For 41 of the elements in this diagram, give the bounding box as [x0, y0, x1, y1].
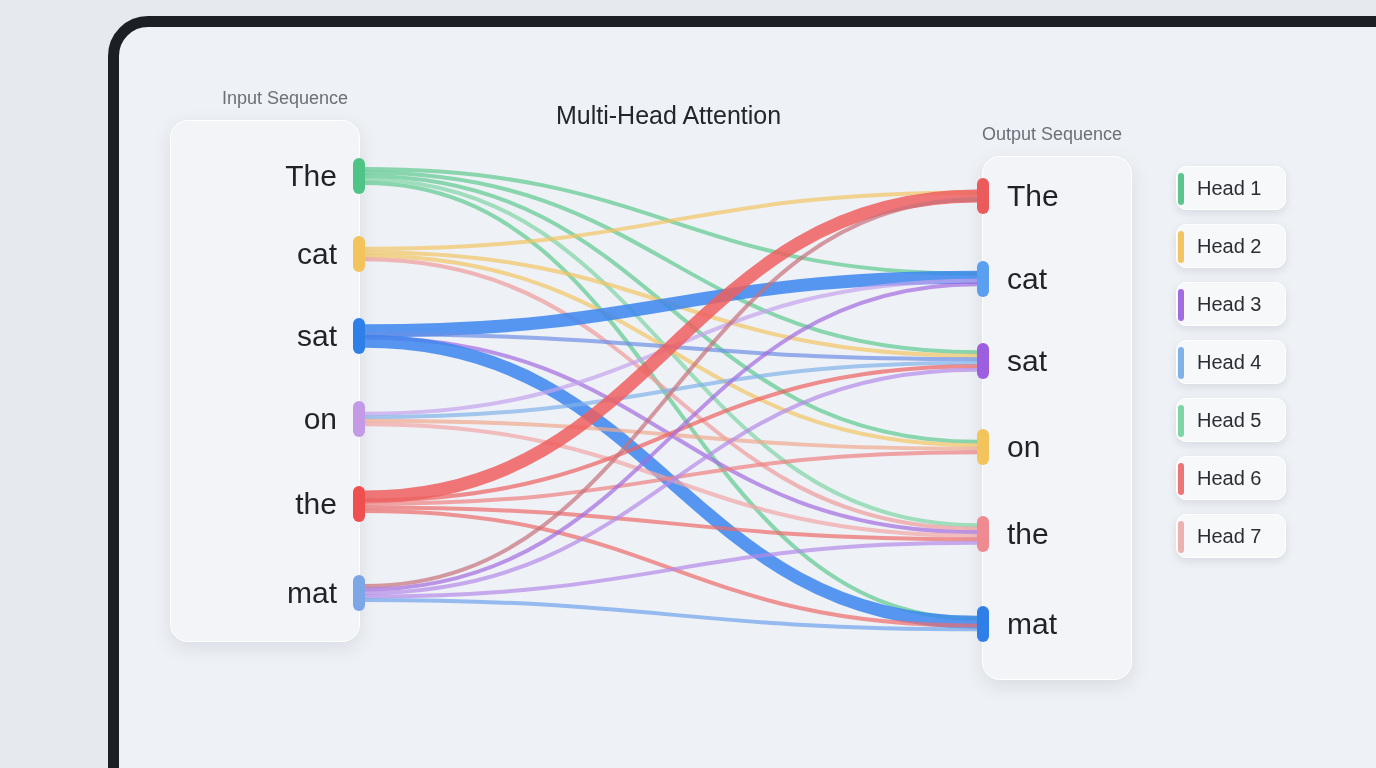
attention-line	[364, 367, 978, 595]
attention-line	[364, 422, 978, 538]
attention-line	[364, 360, 978, 420]
attention-line	[364, 509, 978, 628]
attention-line	[365, 598, 977, 632]
token-word: cat	[296, 236, 337, 272]
attention-line	[364, 250, 978, 358]
legend-label: Head 2	[1197, 234, 1262, 258]
legend-label: Head 4	[1197, 350, 1262, 374]
attention-line	[364, 170, 978, 355]
token-word: sat	[1007, 343, 1048, 379]
token-word: the	[295, 486, 337, 522]
token-word: sat	[296, 318, 337, 354]
diagram-title: Multi-Head Attention	[556, 100, 782, 130]
legend-label: Head 3	[1197, 292, 1262, 316]
attention-line	[364, 364, 978, 503]
attention-line	[364, 174, 978, 444]
legend-label: Head 7	[1197, 524, 1262, 548]
attention-line	[364, 540, 978, 599]
token-word: The	[1007, 178, 1059, 214]
token-word: cat	[1007, 261, 1048, 297]
attention-line	[365, 332, 977, 362]
attention-line	[364, 253, 978, 448]
attention-line	[365, 418, 977, 451]
token-word: on	[303, 401, 337, 437]
token-word: mat	[1007, 606, 1057, 642]
token-word: The	[285, 158, 337, 194]
token-word: on	[1007, 429, 1041, 465]
legend-label: Head 5	[1197, 408, 1262, 432]
attention-line	[365, 505, 977, 542]
panel-heading: Output Sequence	[982, 123, 1124, 146]
attention-line	[364, 282, 978, 592]
attention-line	[364, 278, 978, 416]
legend-label: Head 1	[1197, 176, 1262, 200]
attention-line	[364, 257, 978, 531]
attention-line	[364, 270, 978, 338]
token-word: mat	[287, 575, 337, 611]
token-word: the	[1007, 516, 1049, 552]
attention-line	[364, 450, 978, 506]
legend-label: Head 6	[1197, 466, 1262, 490]
panel-heading: Input Sequence	[221, 87, 350, 110]
